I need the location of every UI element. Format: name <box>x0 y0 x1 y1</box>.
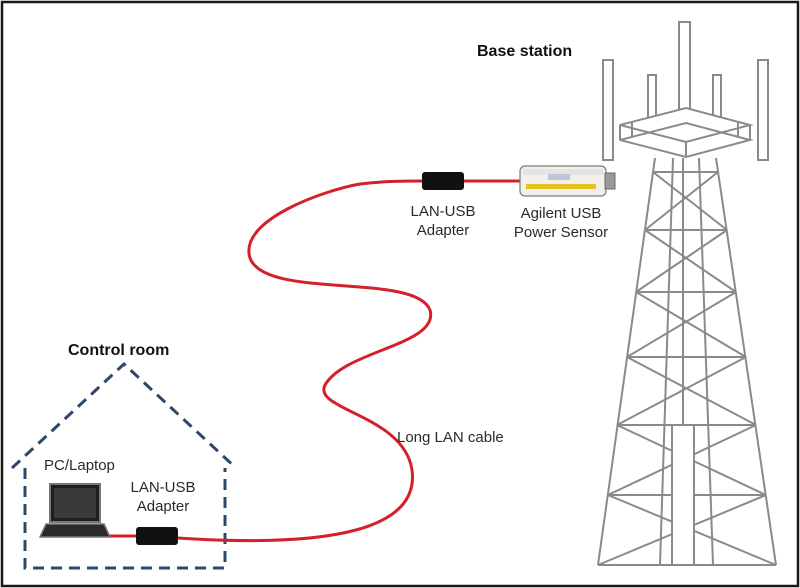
power-sensor-label-line2: Power Sensor <box>513 224 609 241</box>
lan-usb-adapter-remote-label-line1: LAN-USB <box>410 203 476 220</box>
pc-laptop-label: PC/Laptop <box>44 457 115 474</box>
base-station-label: Base station <box>477 43 573 60</box>
long-lan-cable <box>177 179 433 543</box>
lan-usb-adapter-local <box>136 527 178 545</box>
lan-usb-adapter-remote <box>422 172 464 190</box>
lan-usb-adapter-local-label-line1: LAN-USB <box>130 479 196 496</box>
lan-usb-adapter-local-label: LAN-USB Adapter <box>128 478 198 516</box>
long-lan-cable-label: Long LAN cable <box>397 429 504 446</box>
control-room-outline <box>10 361 238 570</box>
power-sensor-label: Agilent USB Power Sensor <box>496 204 626 242</box>
lan-usb-adapter-local-label-line2: Adapter <box>136 498 190 515</box>
lan-usb-adapter-remote-label-line2: Adapter <box>416 222 470 239</box>
power-sensor-label-line1: Agilent USB <box>520 205 602 222</box>
control-room-label: Control room <box>68 342 170 359</box>
lan-usb-adapter-remote-label: LAN-USB Adapter <box>398 202 488 240</box>
power-sensor-icon <box>519 165 616 197</box>
laptop-icon <box>38 483 112 538</box>
base-station-tower <box>597 21 777 566</box>
